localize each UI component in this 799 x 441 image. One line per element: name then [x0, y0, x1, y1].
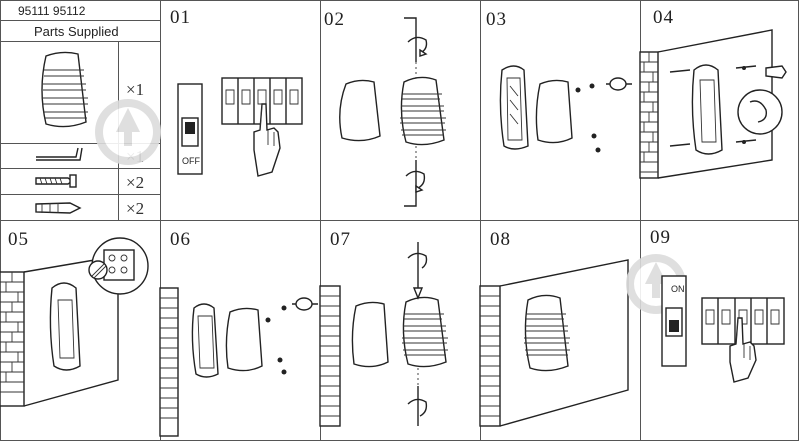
mounting-base [49, 282, 81, 371]
step-01-illustration [177, 77, 303, 177]
brick-wall [319, 285, 341, 427]
grid-left-border [0, 0, 1, 441]
wall-surface [499, 259, 629, 427]
step-04-illustration [639, 29, 787, 179]
grid-middle-line [0, 220, 799, 221]
parts-illustrations [35, 51, 161, 214]
step-number-07: 07 [330, 229, 351, 250]
glass-cover [351, 301, 389, 368]
plug-icon [765, 65, 787, 79]
wall-plug-part-icon [35, 202, 82, 214]
step-number-09: 09 [650, 227, 671, 248]
parts-row-divider-3 [0, 194, 160, 195]
step-07-illustration [319, 242, 448, 427]
lamp-base-open [191, 303, 219, 378]
step-06-illustration [159, 287, 318, 437]
main-switch [177, 83, 203, 175]
small-screws [265, 305, 287, 375]
main-switch [661, 275, 687, 367]
glass-cover [225, 307, 263, 372]
on-label: ON [671, 284, 685, 294]
grid-col-3 [480, 0, 481, 441]
wiring-detail-callout [737, 89, 783, 135]
step-number-01: 01 [170, 7, 191, 28]
bulb-icon [292, 297, 318, 311]
lamp-base-open [499, 65, 529, 150]
parts-title-divider [0, 41, 160, 42]
grid-col-1 [160, 0, 161, 441]
watermark-logo [95, 99, 161, 165]
grid-col-2 [320, 0, 321, 441]
glass-cover [535, 79, 573, 144]
rotate-arrow-bottom-icon [404, 160, 426, 207]
step-number-08: 08 [490, 229, 511, 250]
step-09-illustration [626, 254, 785, 383]
step-number-06: 06 [170, 229, 191, 250]
rotate-arrow-bottom-icon [407, 386, 428, 426]
grid-col-4 [640, 0, 641, 441]
lamp-part-icon [41, 51, 88, 128]
step-number-03: 03 [486, 9, 507, 30]
rotate-arrow-top-icon [407, 242, 428, 300]
hand-pointing-icon [253, 103, 281, 177]
model-numbers: 95111 95112 [18, 4, 86, 18]
brick-wall [479, 285, 501, 427]
parts-row-divider-1 [0, 143, 160, 144]
parts-header-divider [0, 20, 160, 21]
grid-top-border [0, 0, 799, 1]
small-screws [575, 83, 601, 153]
parts-row-divider-2 [0, 168, 160, 169]
installed-lamp [524, 294, 570, 372]
brick-wall [159, 287, 179, 437]
terminal-block-callout [88, 237, 149, 295]
parts-title: Parts Supplied [34, 24, 119, 39]
qty-wall-plug: ×2 [126, 199, 145, 218]
brick-wall [639, 51, 659, 179]
brick-wall [0, 271, 25, 407]
lamp-with-shade [402, 296, 448, 368]
qty-lamp: ×1 [126, 80, 145, 99]
off-label: OFF [182, 156, 200, 166]
hand-pointing-icon [729, 317, 757, 383]
rotate-arrow-top-icon [404, 17, 428, 62]
wall-surface [23, 255, 119, 407]
glass-cover [339, 79, 381, 142]
step-02-illustration [339, 17, 446, 207]
bulb-icon [606, 77, 632, 91]
wall-screws [669, 65, 757, 147]
qty-screw: ×2 [126, 173, 145, 192]
step-number-04: 04 [653, 7, 674, 28]
step-08-illustration [479, 259, 629, 427]
step-number-02: 02 [324, 9, 345, 30]
step-number-05: 05 [8, 229, 29, 250]
screw-part-icon [35, 174, 77, 188]
allen-key-part-icon [36, 147, 83, 161]
mounting-base [691, 64, 723, 155]
lamp-with-shade [400, 76, 446, 146]
step-03-illustration [499, 65, 632, 153]
step-05-illustration [0, 237, 149, 407]
